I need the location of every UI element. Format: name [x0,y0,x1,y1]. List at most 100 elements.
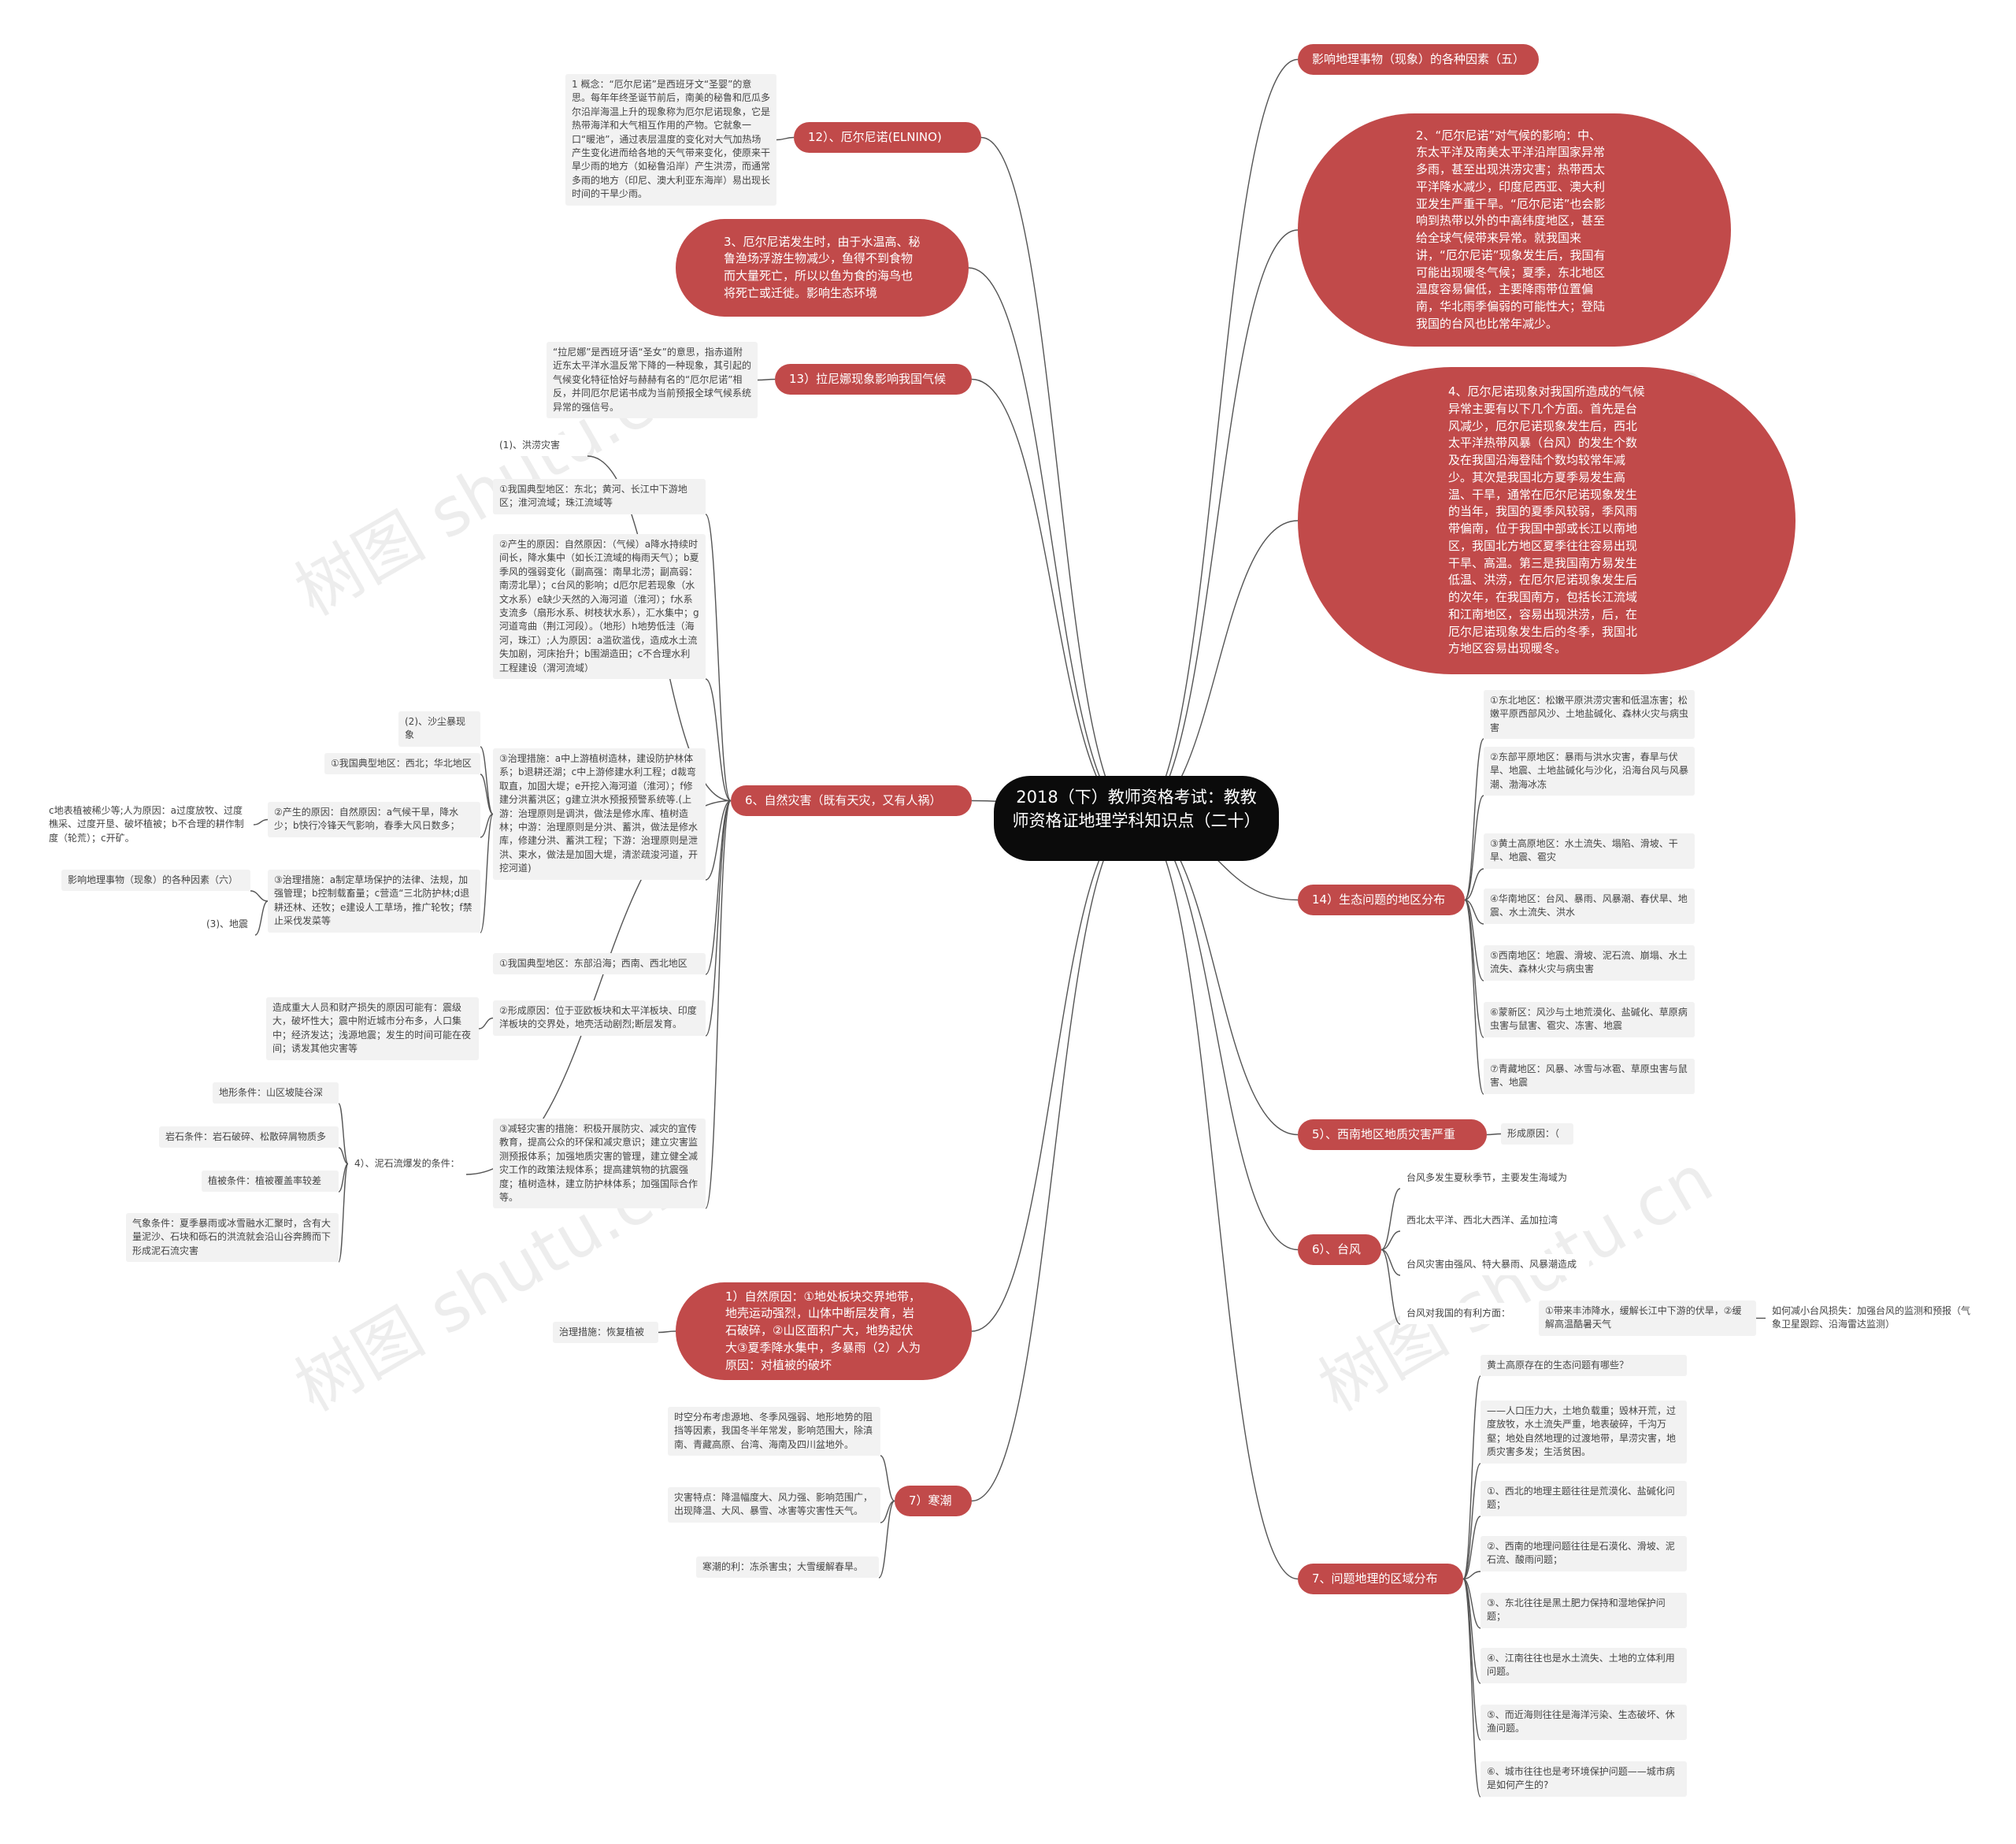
leaf-typhoon-benefit-detail[interactable]: ①带来丰沛降水，缓解长江中下游的伏旱，②缓解高温酷暑天气 [1539,1300,1756,1336]
branch-natural-disasters[interactable]: 6、自然灾害（既有天灾，又有人祸） [731,785,972,816]
connector [1135,818,1299,1251]
branch-factors-5[interactable]: 影响地理事物（现象）的各种因素（五） [1298,44,1539,75]
branch-lanina[interactable]: 13）拉尼娜现象影响我国气候 [775,364,972,395]
connector [480,774,494,815]
branch-elnino-china-impact-text: 4、厄尔尼诺现象对我国所造成的气候异常主要有以下几个方面。首先是台风减少，厄尔尼… [1448,384,1645,656]
leaf-regional-problem[interactable]: ——人口压力大，土地负载重；毁林开荒，过度放牧，水土流失严重，地表破碎，千沟万壑… [1480,1401,1687,1464]
leaf-regional-problem[interactable]: ①、西北的地理主题往往是荒漠化、盐碱化问题； [1480,1481,1687,1516]
leaf-disaster-detail[interactable]: ②形成原因：位于亚欧板块和太平洋板块、印度洋板块的交界处，地壳活动剧烈;断层发育… [493,1000,706,1036]
leaf-disaster-detail[interactable]: ①我国典型地区：东部沿海；西南、西北地区 [493,953,706,975]
connector [1380,1230,1401,1251]
connector [480,746,494,815]
leaf-eco-region[interactable]: ⑥蒙新区：风沙与土地荒漠化、盐碱化、草原病虫害与鼠害、雹灾、冻害、地震 [1484,1002,1695,1037]
leaf-debris-flow-condition[interactable]: 岩石条件：岩石破碎、松散碎屑物质多 [159,1126,339,1148]
connector [338,1103,349,1165]
leaf-cold-wave[interactable]: 寒潮的利：冻杀害虫；大雪缓解春旱。 [696,1556,879,1579]
connector [253,818,269,826]
leaf-regional-problem[interactable]: ②、西南的地理问题往往是石漠化、滑坡、泥石流、酸雨问题； [1480,1536,1687,1571]
connector [1462,1463,1481,1580]
connector [1462,1375,1481,1580]
branch-geologic-causes-text: 1）自然原因：①地处板块交界地带，地壳运动强烈，山体中断层发育，岩石破碎，②山区… [725,1289,921,1372]
leaf-debris-flow-condition[interactable]: 植被条件：植被覆盖率较差 [202,1171,339,1193]
leaf-eco-region[interactable]: ⑤西南地区：地震、滑坡、泥石流、崩塌、水土流失、森林火灾与病虫害 [1484,945,1695,981]
connector [1464,868,1484,901]
leaf-sandstorm[interactable]: (2)、沙尘暴现象 [398,711,480,747]
leaf-sandstorm-detail[interactable]: ③治理措施：a制定草场保护的法律、法规，加强管理；b控制载畜量；c营造“三北防护… [268,870,480,933]
branch-regional-problems[interactable]: 7、问题地理的区域分布 [1298,1564,1463,1594]
connector [1135,818,1299,1136]
leaf-disaster-detail[interactable]: ③减轻灾害的措施：积极开展防灾、减灾的宣传教育，提高公众的环保和减灾意识；建立灾… [493,1119,706,1209]
leaf-eco-region[interactable]: ①东北地区：松嫩平原洪涝灾害和低温冻害；松嫩平原西部风沙、土地盐碱化、森林火灾与… [1484,690,1695,740]
connector [971,378,1136,819]
leaf-earthquake[interactable]: (3)、地震 [200,914,255,936]
connector [1135,58,1299,819]
leaf-debris-flow-condition[interactable]: 地形条件：山区坡陡谷深 [213,1082,339,1104]
connector [980,136,1136,819]
connector [1462,1578,1481,1798]
branch-typhoon[interactable]: 6）、台风 [1298,1234,1381,1265]
connector [1464,899,1484,981]
leaf-regional-problem[interactable]: ⑤、而近海则往往是海洋污染、生态破坏、休渔问题。 [1480,1705,1687,1740]
connector [338,1163,349,1263]
branch-southwest-geology[interactable]: 5）、西南地区地质灾害严重 [1298,1119,1487,1150]
leaf-typhoon-loss-reduction[interactable]: 如何减小台风损失：加强台风的监测和预报（气象卫星跟踪、沿海雷达监测） [1766,1300,1978,1336]
leaf-typhoon[interactable]: 西北太平洋、西北大西洋、孟加拉湾 [1400,1210,1589,1232]
connector [1464,899,1484,1095]
leaf-regional-problem[interactable]: ④、江南往往也是水土流失、土地的立体利用问题。 [1480,1648,1687,1683]
leaf-eco-region[interactable]: ④华南地区：台风、暴雨、风暴潮、春伏旱、地震、水土流失、洪水 [1484,889,1695,924]
leaf-eco-region[interactable]: ③黄土高原地区：水土流失、塌陷、滑坡、干旱、地震、雹灾 [1484,833,1695,869]
connector [1464,795,1484,901]
leaf-eco-region[interactable]: ⑦青藏地区：风暴、冰雪与冰雹、草原虫害与鼠害、地震 [1484,1059,1695,1094]
leaf-factors-6[interactable]: 影响地理事物（现象）的各种因素（六） [61,870,250,892]
leaf-debris-flow-condition[interactable]: 气象条件：夏季暴雨或冰雪融水汇聚时，含有大量泥沙、石块和砾石的洪流就会沿山谷奔腾… [126,1213,339,1263]
branch-elnino-ecology[interactable]: 3、厄尔尼诺发生时，由于水温高、秘鲁渔场浮游生物减少，鱼得不到食物而大量死亡，所… [676,219,969,317]
root-topic[interactable]: 2018（下）教师资格考试：教教师资格证地理学科知识点（二十） [994,776,1279,861]
leaf-disaster-detail[interactable]: ①我国典型地区：东北；黄河、长江中下游地区；淮河流域；珠江流域等 [493,479,706,514]
leaf-sandstorm-human-cause[interactable]: c地表植被稀少等;人为原因：a过度放牧、过度樵采、过度开垦、破坏植被；b不合理的… [43,800,254,850]
leaf-disaster-detail[interactable]: ③治理措施：a中上游植树造林，建设防护林体系；b退耕还湖；c中上游修建水利工程；… [493,748,706,880]
connector [1464,899,1484,1038]
leaf-regional-problem[interactable]: ③、东北往往是黑土肥力保持和湿地保护问题； [1480,1593,1687,1628]
leaf-typhoon[interactable]: 台风灾害由强风、特大暴雨、风暴潮造成 [1400,1254,1589,1276]
leaf-restore-vegetation[interactable]: 治理措施：恢复植被 [553,1322,658,1344]
leaf-disaster-detail[interactable]: (1)、洪涝灾害 [493,435,587,457]
branch-elnino-climate-impact[interactable]: 2、“厄尔尼诺”对气候的影响：中、东太平洋及南美太平洋沿岸国家异常多雨，甚至出现… [1298,113,1731,347]
leaf-sandstorm-detail[interactable]: ①我国典型地区：西北；华北地区 [324,753,480,775]
leaf-formation-cause[interactable]: 形成原因：（ [1501,1123,1573,1145]
leaf-cold-wave[interactable]: 灾害特点：降温幅度大、风力强、影响范围广，出现降温、大风、暴雪、冰害等灾害性天气… [668,1487,880,1523]
leaf-eco-region[interactable]: ②东部平原地区：暴雨与洪水灾害，春旱与伏旱、地震、土地盐碱化与沙化，沿海台风与风… [1484,747,1695,796]
connector [705,514,732,802]
branch-elnino-ecology-text: 3、厄尔尼诺发生时，由于水温高、秘鲁渔场浮游生物减少，鱼得不到食物而大量死亡，所… [724,234,921,300]
leaf-sandstorm-detail[interactable]: ②产生的原因：自然原因：a气候干旱，降水少；b快行冷锋天气影响，春季大风日数多； [268,802,480,837]
branch-geologic-causes[interactable]: 1）自然原因：①地处板块交界地带，地壳运动强烈，山体中断层发育，岩石破碎，②山区… [676,1282,972,1380]
connector [878,1500,895,1579]
connector [254,900,269,936]
connector [1462,1578,1481,1629]
leaf-earthquake-loss-causes[interactable]: 造成重大人员和财产损失的原因可能有：震级大，破坏性大；震中附近城市分布多，人口集… [266,997,479,1060]
connector [1380,1188,1401,1251]
connector [1462,1571,1481,1580]
branch-elnino-definition[interactable]: 12）、厄尔尼诺(ELNINO) [794,122,981,153]
leaf-cold-wave[interactable]: 时空分布考虑源地、冬季风强弱、地形地势的阻挡等因素，我国冬半年常发，影响范围大，… [668,1407,880,1456]
connector [478,1017,494,1030]
connector [1462,1516,1481,1580]
connector [705,678,732,802]
connector [971,818,1136,1332]
connector [968,267,1136,819]
branch-cold-wave[interactable]: 7）寒潮 [895,1486,972,1516]
leaf-disaster-detail[interactable]: ②产生的原因：自然原因：（气候）a降水持续时间长，降水集中（如长江流域的梅雨天气… [493,534,706,679]
branch-elnino-china-impact[interactable]: 4、厄尔尼诺现象对我国所造成的气候异常主要有以下几个方面。首先是台风减少，厄尔尼… [1298,367,1796,674]
leaf-regional-problem[interactable]: ⑥、城市往往也是考环境保护问题——城市病是如何产生的? [1480,1761,1687,1797]
connector [705,800,732,881]
connector [705,800,732,1037]
connector [1464,738,1484,901]
leaf-elnino-concept[interactable]: 1 概念：“厄尔尼诺”是西班牙文“圣婴”的意思。每年年终圣诞节前后，南美的秘鲁和… [565,74,776,206]
leaf-lanina-concept[interactable]: “拉尼娜”是西班牙语“圣女”的意思，指赤道附近东太平洋水温反常下降的一种现象，其… [547,342,758,418]
branch-eco-problems[interactable]: 14）生态问题的地区分布 [1298,885,1465,915]
leaf-regional-problem[interactable]: 黄土高原存在的生态问题有哪些？ [1480,1355,1687,1377]
connector [480,813,494,838]
connector [880,1455,895,1502]
leaf-typhoon[interactable]: 台风多发生夏秋季节，主要发生海域为 [1400,1167,1606,1189]
connector [705,800,732,1209]
leaf-disaster-detail[interactable]: 4）、泥石流爆发的条件： [348,1153,466,1175]
